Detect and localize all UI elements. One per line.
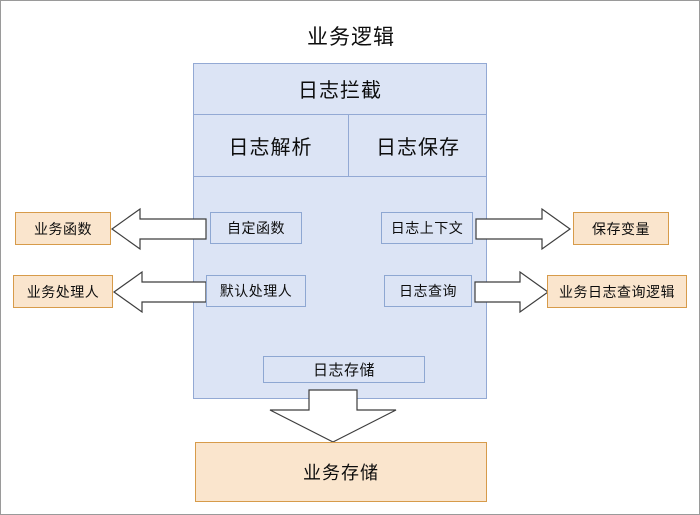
box-log-query: 日志查询 [384, 275, 472, 307]
cell-log-parse: 日志解析 [193, 115, 349, 177]
arrow-default-handler-to-business-handler [112, 270, 207, 314]
page-title: 业务逻辑 [307, 26, 395, 49]
arrow-log-query-to-biz-log-query [474, 270, 550, 314]
box-log-storage: 日志存储 [263, 356, 425, 383]
box-business-log-query-logic: 业务日志查询逻辑 [547, 275, 687, 308]
arrow-log-context-to-save-variable [475, 207, 572, 251]
arrow-custom-function-to-business-function [110, 207, 207, 251]
box-custom-function: 自定函数 [210, 212, 302, 244]
box-log-context: 日志上下文 [381, 212, 473, 244]
box-business-handler: 业务处理人 [13, 275, 113, 308]
box-business-function: 业务函数 [15, 212, 111, 245]
box-save-variable: 保存变量 [573, 212, 669, 245]
cell-log-save: 日志保存 [349, 115, 487, 177]
box-business-storage: 业务存储 [195, 442, 487, 502]
box-default-handler: 默认处理人 [206, 275, 306, 307]
log-intercept-header: 日志拦截 [193, 63, 487, 115]
arrow-log-storage-to-business-storage [269, 389, 397, 443]
